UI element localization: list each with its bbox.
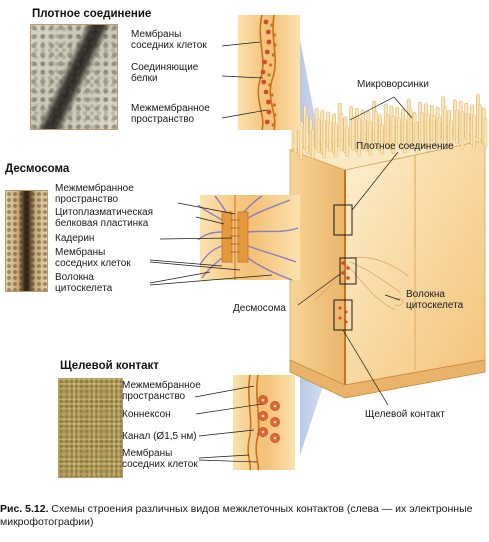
microvilli bbox=[291, 94, 488, 160]
main-label-microvilli: Микроворсинки bbox=[357, 79, 429, 90]
tight-junction-schematic bbox=[238, 14, 300, 131]
leader-lines bbox=[149, 41, 413, 463]
gap-junction-label-membranes: Мембраны соседних клеток bbox=[122, 448, 198, 470]
main-label-cytoskeleton: Волокна цитоскелета bbox=[406, 289, 464, 311]
tight-junction-micrograph bbox=[30, 24, 118, 130]
desmosome-label-cadherin: Кадерин bbox=[55, 233, 95, 244]
desmosome-label-plate: Цитоплазматическая белковая пластинка bbox=[55, 207, 154, 229]
main-junction-boxes bbox=[333, 204, 357, 331]
tight-junction-title: Плотное соединение bbox=[32, 8, 152, 20]
desmosome-title: Десмосома bbox=[5, 163, 70, 175]
main-junction-dots bbox=[338, 261, 350, 324]
figure-caption-label: Рис. 5.12. bbox=[0, 503, 49, 515]
figure-caption-text: Схемы строения различных видов межклеточ… bbox=[0, 503, 473, 528]
figure-caption: Рис. 5.12. Схемы строения различных видо… bbox=[0, 503, 489, 529]
gap-junction-micrograph bbox=[58, 378, 123, 478]
tight-junction-label-space: Межмембранное пространство bbox=[131, 103, 210, 125]
gap-junction-schematic bbox=[233, 374, 295, 471]
main-label-gap-junction: Щелевой контакт bbox=[365, 409, 445, 420]
tight-junction-label-membranes: Мембраны соседних клеток bbox=[131, 29, 207, 51]
tight-junction-label-proteins: Соединяющие белки bbox=[131, 62, 199, 84]
main-cytoskeleton-fibers bbox=[314, 256, 409, 311]
desmosome-label-space: Межмембранное пространство bbox=[55, 183, 134, 205]
gap-junction-label-space: Межмембранное пространство bbox=[122, 380, 201, 402]
desmosome-micrograph bbox=[5, 190, 48, 292]
gap-junction-title: Щелевой контакт bbox=[60, 360, 159, 372]
desmosome-schematic bbox=[197, 195, 300, 281]
desmosome-label-membranes: Мембраны соседних клеток bbox=[55, 247, 131, 269]
gap-junction-label-connexon: Коннексон bbox=[122, 409, 171, 420]
main-label-desmosome: Десмосома bbox=[233, 303, 286, 314]
tissue-block bbox=[288, 119, 487, 399]
desmosome-label-fibers: Волокна цитоскелета bbox=[55, 272, 113, 294]
main-label-tight-junction: Плотное соединение bbox=[356, 141, 454, 152]
gap-junction-label-channel: Канал (Ø1,5 нм) bbox=[122, 431, 197, 442]
